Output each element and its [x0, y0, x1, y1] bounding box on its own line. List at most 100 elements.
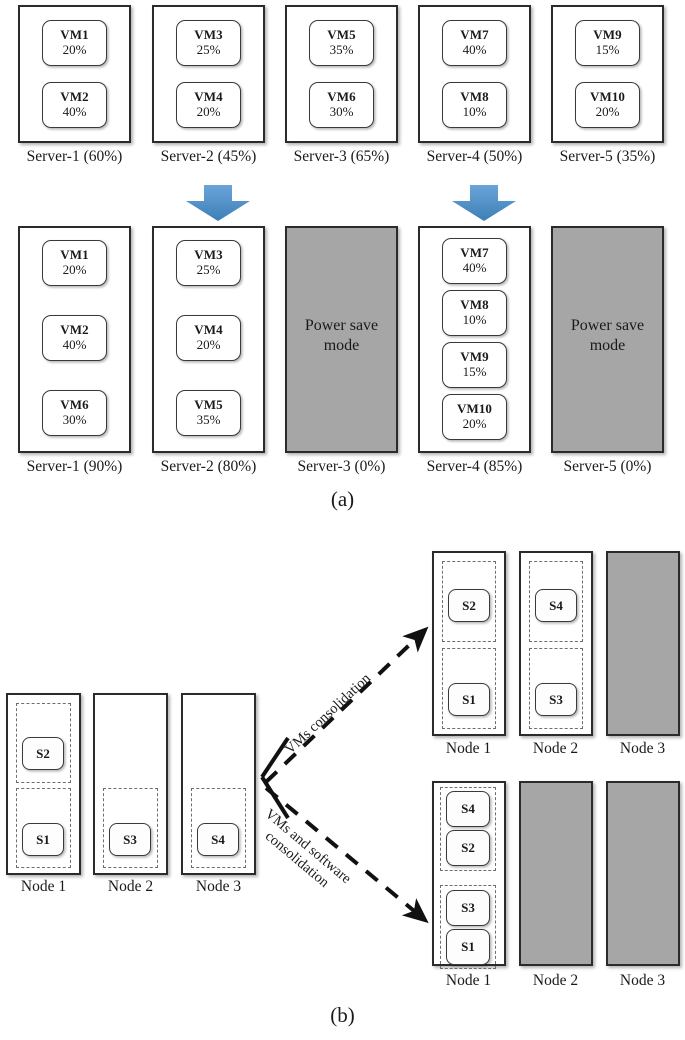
- vm-group-dashed[interactable]: [440, 885, 496, 969]
- power-save-line-2: mode: [589, 337, 626, 354]
- server-caption: Server-4 (50%): [426, 148, 523, 165]
- vm-utilization: 15%: [462, 364, 487, 379]
- node-chassis-vmcons-3-off[interactable]: [606, 551, 680, 736]
- server-caption: Server-3 (0%): [297, 458, 386, 475]
- vm-utilization: 40%: [462, 260, 487, 275]
- vm-utilization: 20%: [62, 262, 87, 277]
- power-save-line-2: mode: [323, 337, 360, 354]
- panel-a-letter: (a): [330, 487, 355, 511]
- vm-box[interactable]: VM1 20%: [42, 240, 107, 286]
- vm-box[interactable]: VM2 40%: [42, 82, 107, 128]
- vm-utilization: 20%: [196, 104, 221, 119]
- software-box[interactable]: S2: [448, 589, 490, 622]
- vm-box[interactable]: VM5 35%: [309, 20, 374, 66]
- vm-utilization: 20%: [595, 104, 620, 119]
- server-caption: Server-1 (90%): [26, 458, 123, 475]
- node-chassis-vmswcons-2-off[interactable]: [519, 781, 593, 966]
- server-caption: Server-1 (60%): [26, 148, 123, 165]
- vm-box[interactable]: VM6 30%: [42, 390, 107, 436]
- vm-box[interactable]: VM3 25%: [176, 240, 241, 286]
- vm-name: VM7: [460, 27, 489, 43]
- vm-name: VM5: [327, 27, 356, 43]
- software-box[interactable]: S4: [446, 791, 490, 827]
- software-box[interactable]: S1: [448, 683, 490, 716]
- server-caption: Server-3 (65%): [293, 148, 390, 165]
- vm-name: VM2: [60, 322, 89, 338]
- node-caption: Node 2: [107, 878, 154, 895]
- software-box[interactable]: S1: [22, 823, 64, 856]
- vm-name: VM5: [194, 397, 223, 413]
- vm-utilization: 10%: [462, 104, 487, 119]
- software-box[interactable]: S2: [22, 737, 64, 770]
- vm-box[interactable]: VM8 10%: [442, 82, 507, 128]
- software-box[interactable]: S3: [535, 683, 577, 716]
- vm-box[interactable]: VM4 20%: [176, 315, 241, 361]
- vm-name: VM1: [60, 27, 89, 43]
- arrow-label-vms-consolidation: VMs consolidation: [282, 670, 374, 758]
- vm-box[interactable]: VM3 25%: [176, 20, 241, 66]
- node-caption: Node 3: [619, 972, 666, 989]
- vm-box[interactable]: VM2 40%: [42, 315, 107, 361]
- vm-box[interactable]: VM1 20%: [42, 20, 107, 66]
- consolidation-arrow-icon-left: [186, 185, 250, 221]
- vm-name: VM9: [460, 349, 489, 365]
- vm-box[interactable]: VM10 20%: [575, 82, 640, 128]
- vm-utilization: 40%: [62, 104, 87, 119]
- vm-box[interactable]: VM9 15%: [575, 20, 640, 66]
- software-box[interactable]: S3: [109, 823, 151, 856]
- vm-name: VM3: [194, 247, 223, 263]
- vm-utilization: 40%: [462, 42, 487, 57]
- server-caption: Server-2 (45%): [160, 148, 257, 165]
- software-box[interactable]: S1: [446, 929, 490, 965]
- vm-box[interactable]: VM10 20%: [442, 394, 507, 440]
- vm-group-dashed[interactable]: [16, 788, 71, 868]
- server-caption: Server-4 (85%): [426, 458, 523, 475]
- vm-utilization: 25%: [196, 42, 221, 57]
- vm-utilization: 35%: [196, 412, 221, 427]
- server-chassis-5-after-powersave[interactable]: Power save mode: [551, 226, 664, 453]
- vm-name: VM6: [327, 89, 356, 105]
- vm-group-dashed[interactable]: [442, 648, 496, 729]
- vm-group-dashed[interactable]: [440, 787, 496, 871]
- vm-box[interactable]: VM7 40%: [442, 20, 507, 66]
- vm-group-dashed[interactable]: [529, 561, 583, 642]
- vm-utilization: 15%: [595, 42, 620, 57]
- vm-utilization: 35%: [329, 42, 354, 57]
- vm-group-dashed[interactable]: [442, 561, 496, 642]
- vm-name: VM7: [460, 245, 489, 261]
- vm-group-dashed[interactable]: [16, 703, 71, 783]
- arrow-label-vms-and-software-consolidation: VMs and software consolidation: [250, 806, 354, 901]
- server-caption: Server-5 (35%): [559, 148, 656, 165]
- vm-box[interactable]: VM4 20%: [176, 82, 241, 128]
- vm-group-dashed[interactable]: [529, 648, 583, 729]
- node-chassis-initial-2[interactable]: [93, 693, 168, 875]
- node-caption: Node 1: [20, 878, 67, 895]
- vm-box[interactable]: VM9 15%: [442, 342, 507, 388]
- vm-utilization: 10%: [462, 312, 487, 327]
- vm-group-dashed[interactable]: [191, 788, 246, 868]
- vm-name: VM9: [593, 27, 622, 43]
- software-box[interactable]: S4: [197, 823, 239, 856]
- vm-box[interactable]: VM7 40%: [442, 238, 507, 284]
- vm-box[interactable]: VM8 10%: [442, 290, 507, 336]
- node-chassis-vmswcons-3-off[interactable]: [606, 781, 680, 966]
- software-box[interactable]: S4: [535, 589, 577, 622]
- vm-utilization: 40%: [62, 337, 87, 352]
- vm-name: VM10: [456, 401, 493, 417]
- vm-utilization: 30%: [329, 104, 354, 119]
- vm-group-dashed[interactable]: [103, 788, 158, 868]
- vm-box[interactable]: VM6 30%: [309, 82, 374, 128]
- software-box[interactable]: S3: [446, 890, 490, 926]
- power-save-label: Power save mode: [553, 316, 662, 356]
- vm-name: VM1: [60, 247, 89, 263]
- vm-utilization: 20%: [462, 416, 487, 431]
- software-box[interactable]: S2: [446, 830, 490, 866]
- vm-utilization: 20%: [62, 42, 87, 57]
- vm-name: VM8: [460, 297, 489, 313]
- vm-name: VM6: [60, 397, 89, 413]
- vm-name: VM10: [589, 89, 626, 105]
- server-caption: Server-5 (0%): [563, 458, 652, 475]
- server-chassis-3-after-powersave[interactable]: Power save mode: [285, 226, 398, 453]
- vm-box[interactable]: VM5 35%: [176, 390, 241, 436]
- node-caption: Node 3: [195, 878, 242, 895]
